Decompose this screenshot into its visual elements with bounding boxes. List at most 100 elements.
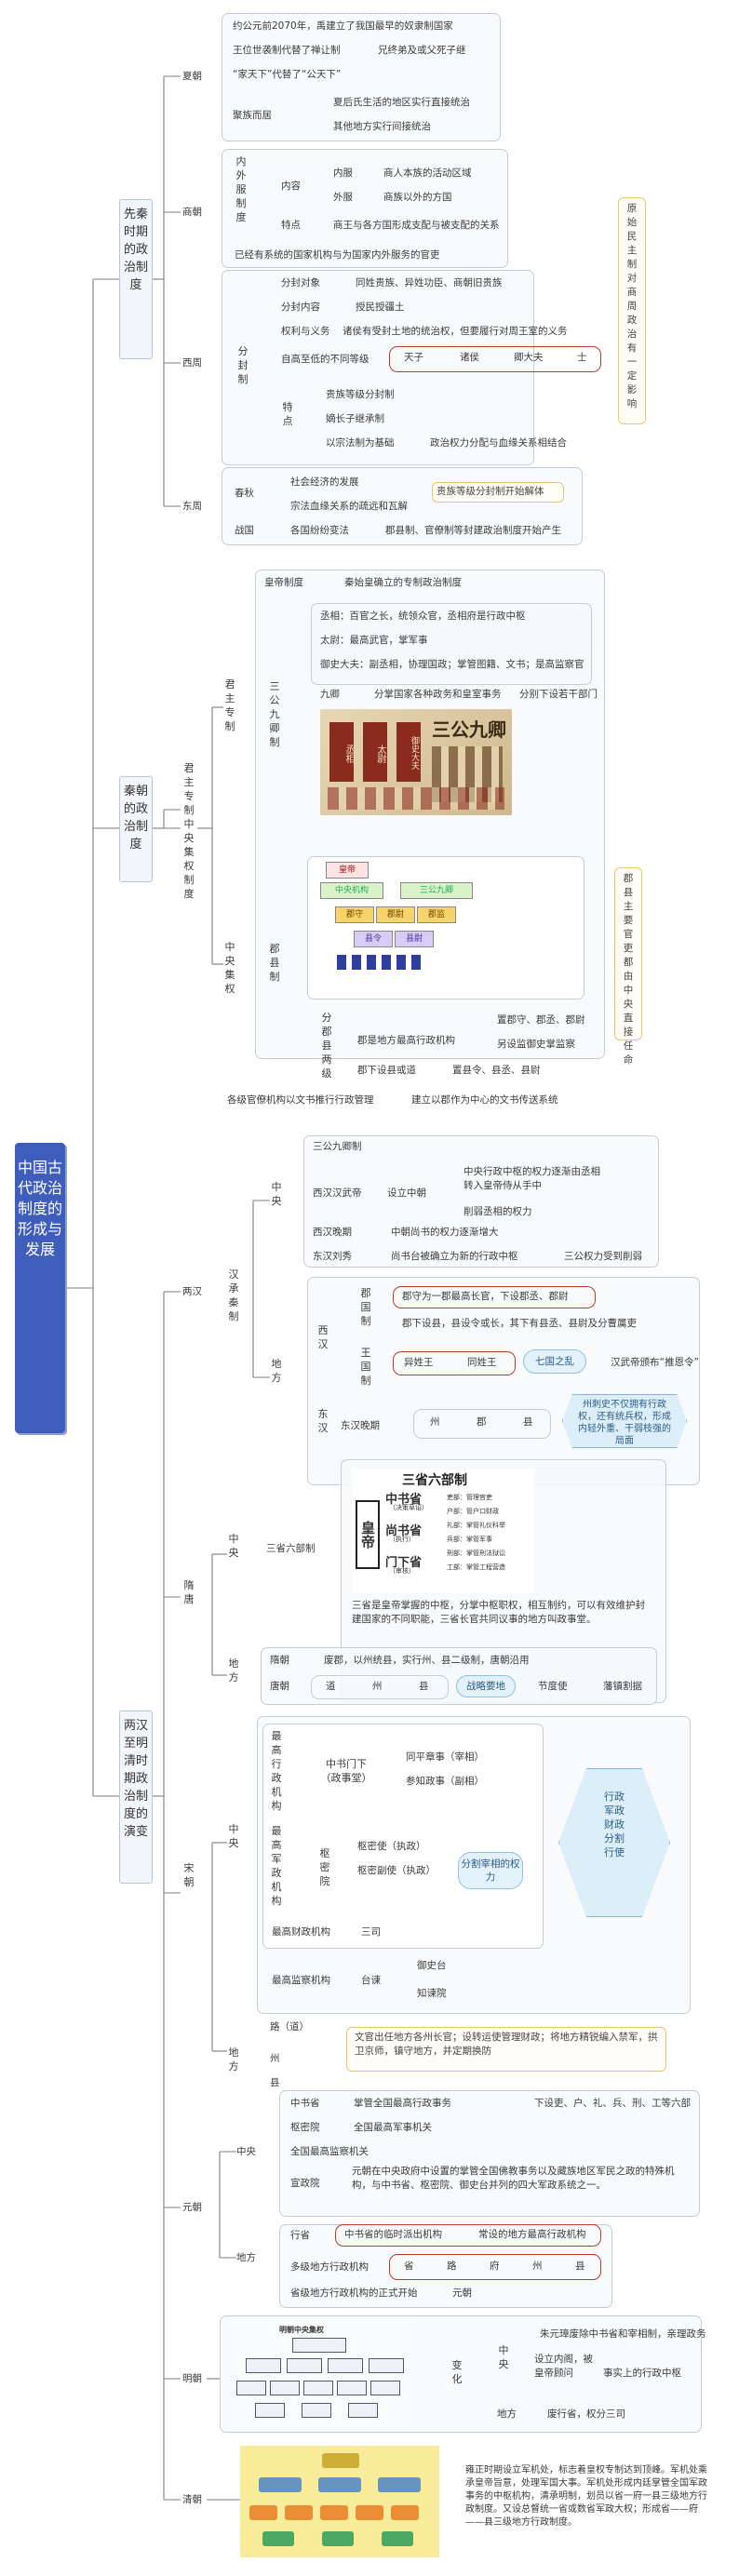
junxian-chart-leaf-4: [396, 955, 406, 970]
ming-chart-cell-10: [255, 2403, 285, 2418]
shang-neifu-desc: 商人本族的活动区域: [383, 168, 472, 179]
suitang-difang-frame: [261, 1647, 657, 1705]
qing-chart-cell-2: [318, 2477, 361, 2492]
qing-chart-cell-0: [322, 2453, 359, 2468]
xia-frame: [222, 13, 501, 141]
zhou-fenfeng: 分封制: [237, 345, 249, 385]
han-difang: 地方: [271, 1358, 282, 1384]
zhou-ranks-box: [389, 346, 601, 372]
han-j1: 郡守为一郡最高长官，下设郡丞、郡尉: [402, 1291, 569, 1302]
zhou-rank-1: 天子: [404, 352, 423, 363]
yuan-c1: 中书省: [290, 2098, 320, 2109]
qing-chart-cell-5: [285, 2505, 313, 2520]
junxian-2: 郡下设县或道: [357, 1065, 416, 1076]
song-df-level-1: 路（道）: [270, 2021, 309, 2033]
song-jc1a: 御史台: [417, 1960, 447, 1971]
qing-chart-cell-11: [382, 2531, 413, 2546]
ming-chart-cell-11: [302, 2403, 331, 2418]
junxian-1a: 置郡守、郡丞、郡尉: [497, 1014, 585, 1026]
junxian-chart-box-5: 郡监: [417, 906, 456, 923]
bu-5: 刑部：掌管刑法狱讼: [447, 1550, 505, 1557]
zhou-row-2: 分封内容: [281, 302, 320, 313]
sangong-image-title: 三公九卿: [432, 718, 506, 741]
yuan-level-2: 路: [447, 2261, 457, 2272]
ming-c1: 朱元璋废除中书省和宰相制，亲理政务: [540, 2328, 706, 2340]
bu-2: 户部：管户口财政: [447, 1508, 499, 1515]
suitang-pill: 战略要地: [456, 1675, 516, 1697]
shang-waifu-desc: 商族以外的方国: [383, 192, 452, 203]
song-cz1: 三司: [361, 1926, 381, 1938]
shang-content: 内容: [281, 181, 301, 192]
ming-chart-cell-6: [270, 2381, 300, 2395]
junxian-chart-box-6: 县令: [354, 931, 393, 947]
qing-chart-cell-7: [356, 2505, 383, 2520]
han-junguo: 郡国制: [360, 1287, 371, 1327]
yuan-difang-frame: [279, 2224, 612, 2308]
yuan-c2: 枢密院: [290, 2122, 320, 2133]
yuan-d3: 省级地方行政机构的正式开始: [290, 2288, 418, 2299]
suitang-level-3: 县: [419, 1681, 429, 1692]
yuan-level-1: 省: [404, 2261, 414, 2272]
xia-label: 夏朝: [182, 71, 202, 82]
han-dh1: 东汉晚期: [341, 1420, 380, 1431]
zhou-trait-2: 嫡长子继承制: [326, 413, 384, 424]
qin-junzhu: 君主专制: [224, 678, 235, 732]
qin-emperor: 皇帝制度: [264, 577, 303, 588]
han-c3: 西汉晚期: [313, 1227, 352, 1238]
bu-4: 兵部：掌管军事: [447, 1536, 492, 1543]
zhou-row-3-desc: 诸侯有受封土地的统治权，但要履行对周王室的义务: [343, 326, 568, 337]
ming-bianhua: 变化: [451, 2359, 463, 2385]
junxian-chart-box-3: 郡守: [335, 906, 374, 923]
song-xz: 最高行政机构: [271, 1730, 282, 1812]
dongzhou-frame: [222, 467, 583, 545]
song-zhongyang-frame: [262, 1724, 544, 1949]
zhou-trait-3: 以宗法制为基础: [326, 437, 395, 449]
dongzhou-label: 东周: [182, 501, 202, 512]
song-jc1: 台谏: [361, 1975, 381, 1986]
qing-chart-cell-10: [322, 2531, 354, 2546]
yuan-c4: 宣政院: [290, 2178, 320, 2189]
ming-chart-cell-12: [348, 2403, 378, 2418]
zhanguo-label: 战国: [235, 525, 254, 536]
yuan-zhongyang-frame: [279, 2090, 700, 2217]
qing-chart-cell-4: [249, 2505, 277, 2520]
zhanguo-1: 各国纷纷变法: [290, 525, 349, 536]
junxian-1b: 另设监御史掌监察: [497, 1039, 575, 1050]
yuan-c2a: 全国最高军事机关: [354, 2122, 432, 2133]
ming-image: 明朝中央集权: [227, 2321, 413, 2427]
ming-chart-cell-0: [292, 2338, 346, 2353]
shang-feature: 特点: [281, 220, 301, 231]
shang-label: 商朝: [182, 207, 202, 218]
song-xz1: 中书门下（政事堂）: [320, 1758, 372, 1784]
chunqiu-2: 宗法血缘关系的疏远和瓦解: [290, 501, 408, 512]
era-qin: 秦朝的政治制度: [119, 776, 153, 882]
yuan-c3: 全国最高监察机关: [290, 2146, 369, 2157]
qing-chart-cell-3: [378, 2477, 421, 2492]
zhou-row-2-desc: 授民授疆土: [356, 302, 405, 313]
suitang-label: 隋唐: [183, 1579, 195, 1605]
han-wangguo: 王国制: [360, 1347, 371, 1387]
suitang-level-2: 州: [372, 1681, 383, 1692]
era-han-qing: 两汉至明清时期政治制度的演变: [119, 1711, 153, 1884]
qin-junxian: 郡县制: [269, 943, 280, 983]
yuan-label: 元朝: [182, 2202, 202, 2213]
shang-neiwaifu: 内外服制度: [235, 155, 247, 223]
zhou-trait-1: 贵族等级分封制: [326, 389, 395, 400]
song-js1a: 枢密使（执政）: [357, 1841, 426, 1852]
zhou-row-1-desc: 同姓贵族、异姓功臣、商朝旧贵族: [356, 277, 503, 288]
era1-side-note: 原始民主制对商周政治有一定影响: [618, 197, 646, 424]
junxian-chart-box-2: 三公九卿: [400, 882, 473, 899]
sansheng-image-title: 三省六部制: [402, 1473, 467, 1488]
yuan-c1a: 掌管全国最高行政事务: [354, 2098, 451, 2109]
han-dh-level-1: 州: [430, 1416, 440, 1428]
zhou-rank-4: 士: [577, 352, 587, 363]
song-df-level-2: 州: [270, 2053, 280, 2064]
ming-label: 明朝: [182, 2373, 202, 2384]
sangong-2: 太尉：最高武官，掌军事: [320, 635, 428, 646]
sangong-image-label-2: 太尉: [363, 722, 387, 782]
song-js1b: 枢密副使（执政）: [357, 1865, 436, 1876]
yuan-zhongyang: 中央: [236, 2146, 256, 2157]
song-cz: 最高财政机构: [272, 1926, 330, 1938]
yuan-d1b: 常设的地方最高行政机构: [478, 2229, 586, 2240]
junxian-chart-leaf-0: [337, 955, 346, 970]
